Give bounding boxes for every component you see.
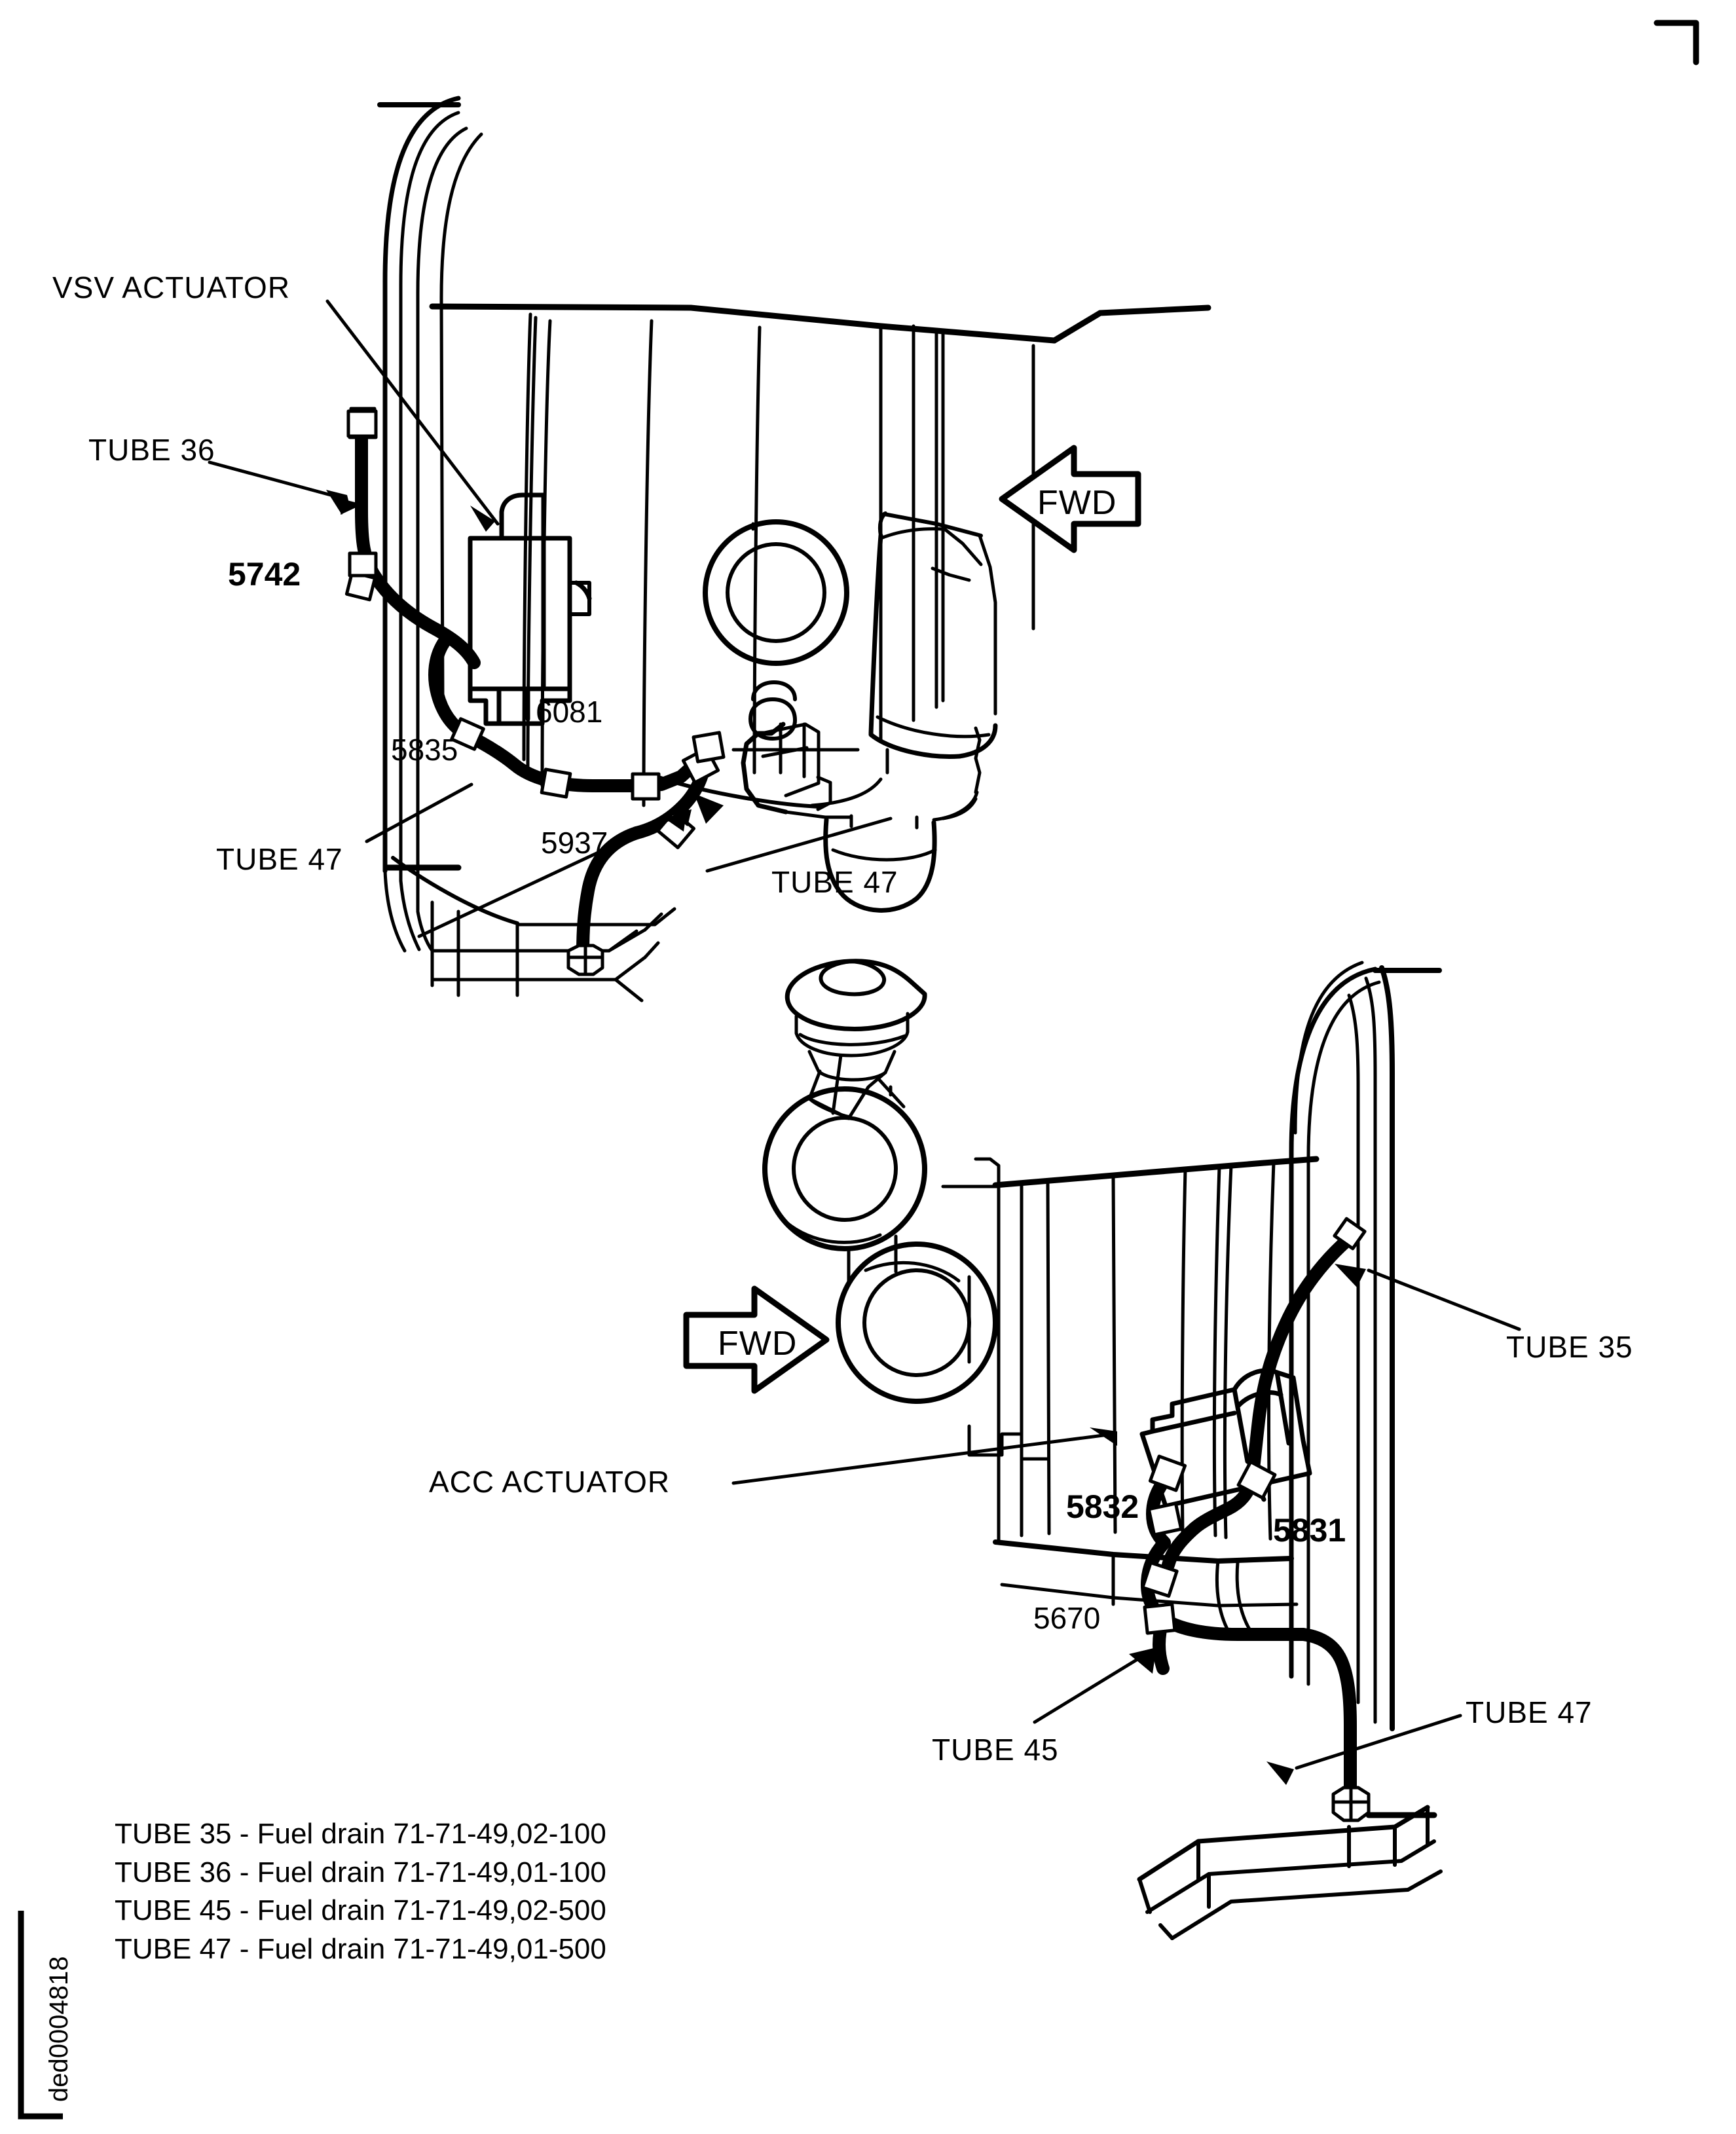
- part-number-5832: 5832: [1066, 1488, 1139, 1525]
- legend-block: TUBE 35 - Fuel drain 71-71-49,02-100 TUB…: [115, 1815, 606, 1968]
- callout-tube-47-upper-lower: TUBE 47: [771, 865, 898, 899]
- tube-47-bottom-nut: [566, 944, 604, 976]
- fwd-arrow-lower: [683, 1285, 830, 1394]
- lower-leader-arrowheads: [1090, 1264, 1366, 1785]
- callout-tube-47-lower-right: TUBE 47: [1466, 1695, 1593, 1729]
- corner-mark-icon: [1653, 20, 1699, 65]
- tube36-arrowhead: [326, 490, 350, 515]
- part-number-5831: 5831: [1273, 1512, 1346, 1549]
- callout-tube-35: TUBE 35: [1506, 1330, 1633, 1364]
- part-number-5670: 5670: [1033, 1601, 1101, 1635]
- callout-tube-47-upper-left: TUBE 47: [216, 842, 343, 876]
- part-number-5742: 5742: [228, 556, 301, 593]
- part-number-5937: 5937: [541, 826, 608, 860]
- lower-tube-ferrules: [1141, 1217, 1367, 1635]
- callout-tube-36: TUBE 36: [88, 433, 215, 467]
- tube-36-nut-top: [346, 409, 378, 438]
- legend-line-tube-36: TUBE 36 - Fuel drain 71-71-49,01-100: [115, 1856, 606, 1888]
- callout-acc-actuator: ACC ACTUATOR: [429, 1465, 671, 1499]
- legend-line-tube-47: TUBE 47 - Fuel drain 71-71-49,01-500: [115, 1932, 606, 1965]
- vsv-arrowhead: [470, 506, 495, 532]
- legend-line-tube-35: TUBE 35 - Fuel drain 71-71-49,02-100: [115, 1818, 606, 1850]
- legend-line-tube-45: TUBE 45 - Fuel drain 71-71-49,02-500: [115, 1894, 606, 1927]
- lower-leader-lines: [731, 1268, 1521, 1818]
- tube47-upper-arrowhead: [694, 794, 724, 824]
- callout-tube-45: TUBE 45: [932, 1733, 1059, 1767]
- marker-5742-clip: [348, 551, 378, 578]
- upper-leader-lines: [208, 299, 893, 938]
- upper-engine-case: [377, 96, 1211, 1003]
- vsv-actuator-body: [468, 492, 592, 726]
- fwd-label-lower: FWD: [718, 1325, 798, 1363]
- fwd-label-upper: FWD: [1037, 484, 1117, 522]
- fwd-arrow-upper: [999, 445, 1141, 553]
- lower-mount-rail: [1137, 1805, 1443, 1940]
- part-number-6081: 6081: [536, 695, 603, 729]
- callout-vsv-actuator: VSV ACTUATOR: [52, 270, 291, 304]
- acc-actuator-body: [1139, 1368, 1312, 1519]
- part-number-5835: 5835: [391, 733, 458, 767]
